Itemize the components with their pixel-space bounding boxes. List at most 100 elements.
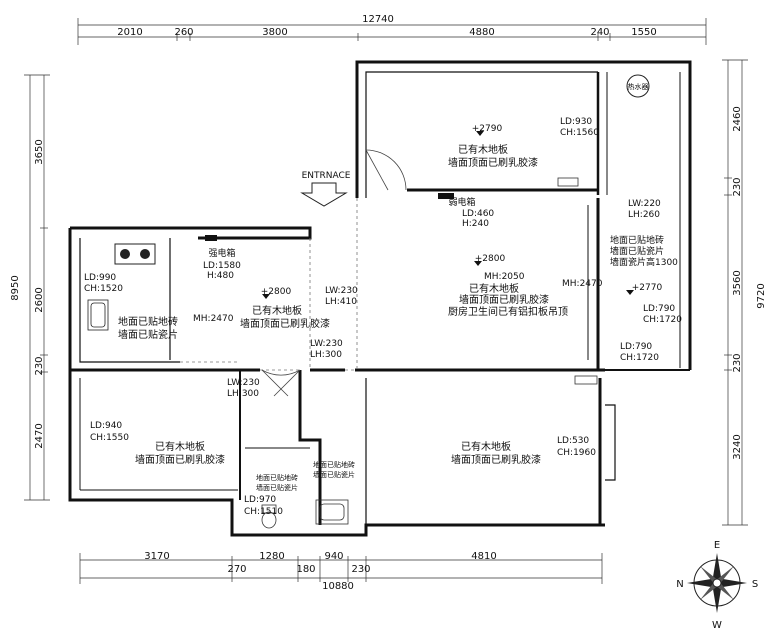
top-total-dim: 12740 [362, 14, 394, 25]
right-total-dim: 9720 [756, 283, 767, 308]
top-dim-2: 260 [174, 27, 193, 38]
se-ld: LD:530 [557, 436, 589, 446]
lw-balcony: LW:220 [628, 199, 661, 209]
right-dim-5: 3240 [732, 434, 743, 459]
bottom-dim-1: 3170 [144, 551, 169, 562]
water-heater-label: 热水器 [628, 82, 649, 91]
left-dim-4: 2470 [34, 423, 45, 448]
right-dim-2: 230 [732, 177, 743, 196]
bottom-dimensions [79, 553, 603, 584]
bottom-total-dim: 10880 [322, 581, 354, 592]
bedroom-ne-line1: 已有木地板 [458, 143, 508, 156]
kitchen-line2: 墙面已贴瓷片 [118, 328, 178, 341]
bedroom-sw-line1: 已有木地板 [155, 440, 205, 453]
sink [87, 299, 109, 331]
strong-power-box-icon [205, 235, 217, 241]
kitchen-ch: CH:1520 [84, 284, 123, 294]
bedroom-se-line2: 墙面顶面已刷乳胶漆 [451, 453, 541, 466]
left-dim-3: 230 [34, 356, 45, 375]
bedroom-se: 已有木地板 墙面顶面已刷乳胶漆 LD:530 CH:1960 [451, 436, 596, 466]
top-dim-5: 240 [590, 27, 609, 38]
bedroom-ne: +2790 已有木地板 墙面顶面已刷乳胶漆 LD:930 CH:1560 [448, 117, 599, 169]
balcony-ld: LD:790 [643, 304, 675, 314]
bathtub [315, 499, 349, 525]
bedroom-ne-ld: LD:930 [560, 117, 592, 127]
mh-kitchen: MH:2470 [193, 314, 234, 324]
stove [114, 243, 156, 265]
lh-upper: LH:410 [325, 297, 357, 307]
bottom-dim-7: 230 [351, 564, 370, 575]
left-dim-2: 2600 [34, 287, 45, 312]
doors [261, 149, 407, 397]
weak-box-h: H:240 [462, 219, 489, 229]
wc: 地面已贴地砖 墙面已贴瓷片 LD:970 CH:1510 [244, 473, 298, 517]
lh-sw: LH:300 [227, 389, 259, 399]
kitchen-ld: LD:990 [84, 273, 116, 283]
balcony-line2: 墙面已贴瓷片 [610, 245, 664, 257]
ac-unit-icon [557, 177, 598, 385]
bedroom-ne-line2: 墙面顶面已刷乳胶漆 [448, 156, 538, 169]
compass-n: N [676, 579, 683, 590]
wc-line2: 墙面已贴瓷片 [256, 483, 298, 492]
right-dim-3: 3560 [732, 270, 743, 295]
top-dim-3: 3800 [262, 27, 287, 38]
balcony-line1: 地面已贴地砖 [610, 234, 664, 246]
dining-room: +2800 已有木地板 墙面顶面已刷乳胶漆 [240, 287, 330, 330]
bottom-dim-6: 180 [296, 564, 315, 575]
bedroom-sw-line2: 墙面顶面已刷乳胶漆 [135, 453, 225, 466]
compass-e: E [714, 540, 720, 551]
compass-s: S [752, 579, 758, 590]
compass-rose-icon [687, 553, 747, 613]
balcony-level: +2770 [632, 283, 663, 293]
living-mh: MH:2050 [484, 272, 525, 282]
kitchen-line1: 地面已贴地砖 [118, 315, 178, 328]
living-room: +2800 MH:2050 已有木地板 墙面顶面已刷乳胶漆 厨房卫生间已有铝扣板… [448, 254, 568, 318]
compass-w: W [712, 620, 722, 631]
left-total-dim: 8950 [10, 275, 21, 300]
bedroom-se-line1: 已有木地板 [461, 440, 511, 453]
bedroom-sw: LW:230 LH:300 LD:940 CH:1550 已有木地板 墙面顶面已… [90, 378, 260, 466]
bottom-dim-2: 1280 [259, 551, 284, 562]
bathroom-line2: 墙面已贴瓷片 [313, 470, 355, 479]
top-dim-6: 1550 [631, 27, 656, 38]
bottom-dim-3: 940 [324, 551, 343, 562]
lw-mid: LW:230 [310, 339, 343, 349]
balcony: LW:220 LH:260 地面已贴地砖 墙面已贴瓷片 墙面瓷片高1300 +2… [610, 199, 682, 325]
lw-sw: LW:230 [227, 378, 260, 388]
balcony-ch2: CH:1720 [620, 353, 659, 363]
lw-upper: LW:230 [325, 286, 358, 296]
living-line4: 厨房卫生间已有铝扣板吊顶 [448, 305, 568, 318]
right-dim-4: 230 [732, 353, 743, 372]
living-line3: 墙面顶面已刷乳胶漆 [459, 293, 549, 306]
top-dim-1: 2010 [117, 27, 142, 38]
openings [180, 198, 358, 371]
living-level: +2800 [475, 254, 506, 264]
living-line2: 已有木地板 [469, 282, 519, 295]
bathroom: 地面已贴地砖 墙面已贴瓷片 [313, 460, 355, 479]
left-dim-1: 3650 [34, 139, 45, 164]
dining-line2: 墙面顶面已刷乳胶漆 [240, 317, 330, 330]
lh-balcony: LH:260 [628, 210, 660, 220]
dining-line1: 已有木地板 [252, 304, 302, 317]
entrance-label: ENTRNACE [302, 171, 351, 181]
bottom-dim-4: 4810 [471, 551, 496, 562]
entrance-arrow-icon [300, 182, 348, 207]
top-dimensions [77, 18, 707, 45]
strong-box-label: 强电箱 [208, 247, 235, 259]
lh-mid: LH:300 [310, 350, 342, 360]
bathroom-line1: 地面已贴地砖 [313, 460, 355, 469]
right-dimensions [722, 59, 748, 526]
weak-box-label: 弱电箱 [448, 196, 475, 208]
wc-ch: CH:1510 [244, 507, 283, 517]
mh-living: MH:2470 [562, 279, 603, 289]
kitchen: LD:990 CH:1520 地面已贴地砖 墙面已贴瓷片 [84, 273, 178, 341]
balcony-ld2: LD:790 [620, 342, 652, 352]
water-heater-icon [626, 74, 650, 98]
weak-power-box-icon [438, 193, 454, 199]
sw-ch: CH:1550 [90, 433, 129, 443]
wc-ld: LD:970 [244, 495, 276, 505]
left-dimensions [24, 74, 50, 501]
balcony-ch: CH:1720 [643, 315, 682, 325]
strong-box-h: H:480 [207, 271, 234, 281]
